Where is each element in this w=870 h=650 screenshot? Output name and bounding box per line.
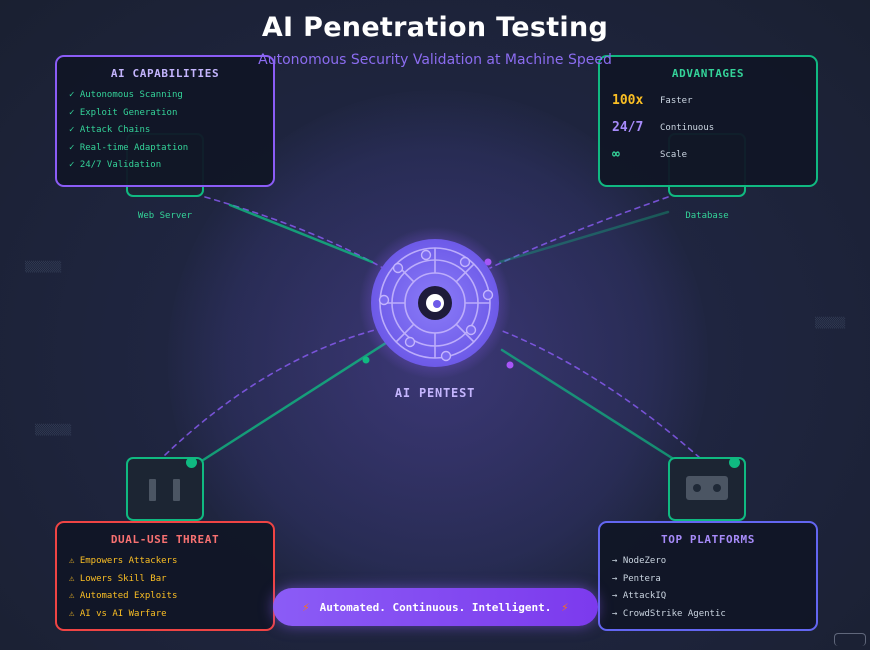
faint-label: ▒▒▒▒▒ [815,318,846,329]
page-title: AI Penetration Testing [261,12,609,43]
capability-item: ✓ Autonomous Scanning [69,90,183,100]
capability-item: ✓ Exploit Generation [69,107,178,118]
platform-item: → CrowdStrike Agentic [612,608,726,619]
dashed-link-right [499,329,701,459]
threat-item: ⚠ AI vs AI Warfare [69,608,167,619]
threat-item: ⚠ Empowers Attackers [69,556,178,566]
capabilities-title: AI CAPABILITIES [110,67,220,80]
advantage-row: ∞ Scale [612,141,804,168]
advantage-value: 100x [612,93,644,108]
advantage-row: 100x Faster [612,87,804,114]
lightning-icon: ⚡ [561,600,569,614]
platforms-panel: TOP PLATFORMS → NodeZero → Pentera → Att… [598,521,818,631]
lightning-icon: ⚡ [302,600,310,614]
advantage-label: Scale [660,149,688,160]
platform-item: → AttackIQ [612,591,667,601]
advantages-title: ADVANTAGES [671,67,745,80]
advantages-panel: ADVANTAGES 100x Faster 24/7 Continuous ∞… [598,55,818,187]
storage-icon [686,476,728,500]
capabilities-panel: AI CAPABILITIES ✓ Autonomous Scanning ✓ … [55,55,275,187]
database-label: Database [685,211,729,221]
threat-item: ⚠ Automated Exploits [69,591,178,601]
advantage-value: ∞ [612,147,620,162]
storage-node [668,457,746,521]
capability-item: ✓ Real-time Adaptation [69,142,189,153]
ai-core-icon [359,227,511,379]
corner-control[interactable] [834,633,866,646]
link-dot [506,361,514,369]
tagline-banner: ⚡ Automated. Continuous. Intelligent. ⚡ [273,588,598,626]
ai-pentest-label: AI PENTEST [394,386,476,400]
platforms-list: → NodeZero → Pentera → AttackIQ → CrowdS… [612,553,804,623]
advantage-label: Continuous [660,122,715,133]
threat-list: ⚠ Empowers Attackers ⚠ Lowers Skill Bar … [69,553,261,623]
beam-web [228,203,374,264]
dashed-link-db [489,196,669,269]
threat-title: DUAL-USE THREAT [110,533,220,546]
threat-panel: DUAL-USE THREAT ⚠ Empowers Attackers ⚠ L… [55,521,275,631]
capabilities-list: ✓ Autonomous Scanning ✓ Exploit Generati… [69,87,261,175]
dashed-link-web [204,196,396,276]
beam-right [500,348,674,460]
link-dot [362,356,370,364]
tagline-text: Automated. Continuous. Intelligent. [319,600,552,614]
beam-db [498,210,670,264]
capability-item: ✓ Attack Chains [69,125,151,135]
firewall-icon [149,479,180,501]
status-dot [729,457,740,468]
dashed-link-left [164,329,376,456]
platform-item: → NodeZero [612,556,667,566]
faint-label: ▒▒▒▒▒▒ [25,262,62,273]
advantage-value: 24/7 [612,120,644,135]
faint-label: ▒▒▒▒▒▒ [35,425,72,436]
page-subtitle: Autonomous Security Validation at Machin… [258,52,612,68]
advantage-row: 24/7 Continuous [612,114,804,141]
platform-item: → Pentera [612,573,661,584]
web-server-label: Web Server [137,211,193,221]
threat-item: ⚠ Lowers Skill Bar [69,573,167,584]
capability-item: ✓ 24/7 Validation [69,160,162,170]
status-dot [186,457,197,468]
advantage-label: Faster [660,95,693,106]
platforms-title: TOP PLATFORMS [661,533,755,546]
